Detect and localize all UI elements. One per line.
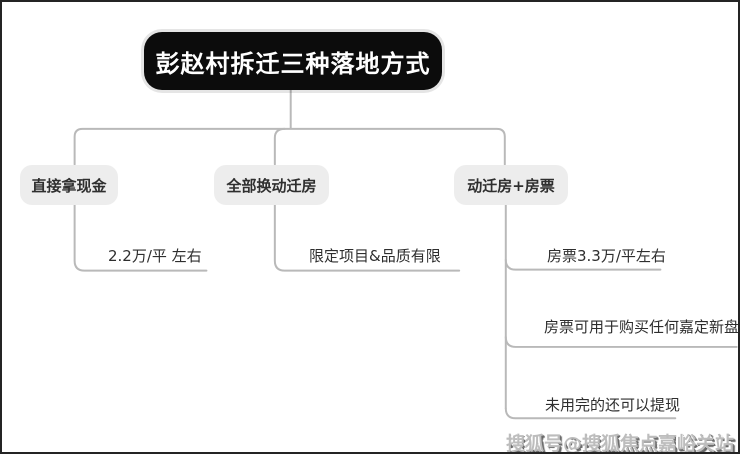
root-node: 彭赵村拆迁三种落地方式 (144, 32, 442, 90)
branch-node-relocation-housing: 全部换动迁房 (214, 165, 329, 205)
branch-node-cash: 直接拿现金 (20, 165, 118, 205)
connector-arch (73, 127, 506, 166)
leaf-housing-limit: 限定项目&品质有限 (309, 247, 441, 265)
connector-leaf-housing (273, 202, 461, 272)
leaf-ticket-usage: 房票可用于购买任何嘉定新盘 (544, 318, 740, 336)
connector-ticket-leaf-3 (504, 407, 677, 420)
connector-middle-drop (273, 127, 286, 166)
branch-node-housing-ticket: 动迁房+房票 (454, 165, 568, 205)
connector-ticket-leaf-1 (504, 258, 662, 271)
root-node-label: 彭赵村拆迁三种落地方式 (155, 49, 431, 78)
leaf-cash-price: 2.2万/平 左右 (108, 247, 202, 265)
leaf-ticket-price: 房票3.3万/平左右 (547, 247, 666, 265)
connector-ticket-leaf-2 (504, 336, 738, 348)
connector-leaf-cash (73, 202, 208, 272)
leaf-ticket-cashout: 未用完的还可以提现 (545, 396, 681, 414)
sohu-watermark: 搜狐号@搜狐焦点嘉峪关站 (505, 433, 734, 454)
